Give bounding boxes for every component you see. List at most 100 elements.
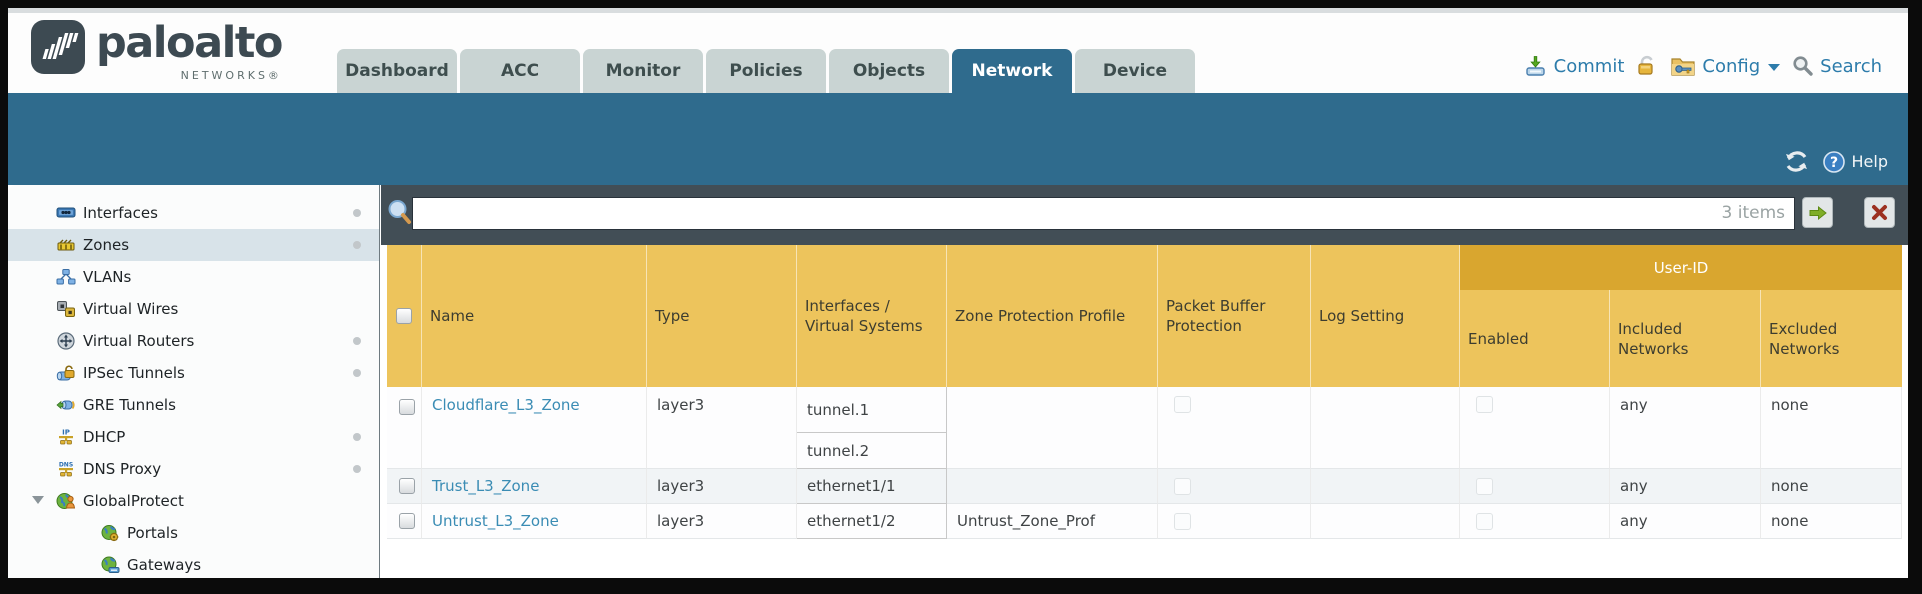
sidebar-item-label: GlobalProtect — [83, 492, 184, 510]
status-dot — [353, 369, 361, 377]
cell-log-setting — [1311, 387, 1460, 469]
close-icon — [1872, 205, 1887, 220]
column-header-log-setting[interactable]: Log Setting — [1311, 245, 1460, 387]
zone-name-link[interactable]: Trust_L3_Zone — [432, 477, 540, 495]
network-sidebar: Interfaces Zones VLANs — [8, 185, 380, 578]
dhcp-icon: IP — [56, 428, 76, 446]
tab-dashboard[interactable]: Dashboard — [337, 49, 457, 93]
column-header-interfaces[interactable]: Interfaces / Virtual Systems — [797, 245, 947, 387]
cell-enabled — [1460, 469, 1610, 504]
top-bar: paloalto NETWORKS® Dashboard ACC Monitor… — [8, 8, 1908, 93]
lock-icon[interactable] — [1636, 54, 1658, 78]
cell-excluded-networks: none — [1761, 469, 1902, 504]
paloalto-logo: paloalto NETWORKS® — [30, 19, 283, 82]
refresh-icon[interactable] — [1783, 148, 1810, 175]
cell-enabled — [1460, 504, 1610, 539]
sidebar-item-interfaces[interactable]: Interfaces — [8, 197, 379, 229]
sidebar-item-label: Portals — [127, 524, 178, 542]
table-row: Cloudflare_L3_Zone layer3 tunnel.1 tunne… — [387, 387, 1902, 469]
status-dot — [353, 241, 361, 249]
apply-filter-button[interactable] — [1802, 197, 1833, 228]
commit-button[interactable]: Commit — [1524, 54, 1624, 78]
sidebar-item-virtual-wires[interactable]: Virtual Wires — [8, 293, 379, 325]
user-id-group: User-ID Enabled Included Networks Exclud… — [1460, 245, 1902, 387]
cell-type: layer3 — [647, 469, 797, 504]
sidebar-item-dns-proxy[interactable]: DNS DNS Proxy — [8, 453, 379, 485]
cell-included-networks: any — [1610, 504, 1761, 539]
row-checkbox[interactable] — [399, 513, 415, 529]
help-label[interactable]: Help — [1851, 152, 1888, 171]
item-count: 3 items — [1721, 203, 1785, 223]
globalprotect-icon — [56, 492, 76, 510]
tab-device[interactable]: Device — [1075, 49, 1195, 93]
cell-excluded-networks: none — [1761, 387, 1902, 469]
portals-icon — [100, 524, 120, 542]
packet-buffer-checkbox[interactable] — [1174, 477, 1191, 495]
cell-type: layer3 — [647, 387, 797, 469]
sidebar-item-label: Interfaces — [83, 204, 158, 222]
sidebar-item-zones[interactable]: Zones — [8, 229, 379, 261]
filter-input[interactable] — [412, 197, 1795, 230]
enabled-checkbox[interactable] — [1476, 396, 1493, 413]
column-header-excluded-networks[interactable]: Excluded Networks — [1761, 290, 1902, 387]
cell-zone-protection-profile — [947, 387, 1158, 469]
column-header-type[interactable]: Type — [647, 245, 797, 387]
cell-packet-buffer-protection — [1158, 504, 1311, 539]
help-icon[interactable]: ? — [1822, 150, 1846, 174]
sub-header-band: ? Help — [8, 93, 1908, 185]
zones-icon — [56, 236, 76, 254]
sidebar-item-vlans[interactable]: VLANs — [8, 261, 379, 293]
column-header-name[interactable]: Name — [422, 245, 647, 387]
cell-interfaces: tunnel.1 tunnel.2 — [797, 387, 947, 469]
table-row: Untrust_L3_Zone layer3 ethernet1/2 Untru… — [387, 504, 1902, 539]
gre-tunnels-icon — [56, 396, 76, 414]
sidebar-item-ipsec-tunnels[interactable]: IPSec Tunnels — [8, 357, 379, 389]
sidebar-item-dhcp[interactable]: IP DHCP — [8, 421, 379, 453]
enabled-checkbox[interactable] — [1476, 477, 1493, 495]
tab-monitor[interactable]: Monitor — [583, 49, 703, 93]
sidebar-item-portals[interactable]: Portals — [8, 517, 379, 549]
cell-interfaces: ethernet1/1 — [797, 469, 947, 504]
row-select-cell — [387, 504, 422, 539]
enabled-checkbox[interactable] — [1476, 512, 1493, 530]
filter-bar: 3 items — [381, 185, 1908, 245]
expand-triangle-icon[interactable] — [32, 496, 44, 504]
tab-acc[interactable]: ACC — [460, 49, 580, 93]
status-dot — [353, 209, 361, 217]
filter-search-icon[interactable] — [387, 199, 412, 226]
row-checkbox[interactable] — [399, 478, 415, 494]
select-all-checkbox[interactable] — [396, 308, 412, 324]
sidebar-item-gateways[interactable]: Gateways — [8, 549, 379, 578]
tab-objects[interactable]: Objects — [829, 49, 949, 93]
zone-name-link[interactable]: Untrust_L3_Zone — [432, 512, 559, 530]
sidebar-item-label: Virtual Routers — [83, 332, 195, 350]
column-header-zone-protection-profile[interactable]: Zone Protection Profile — [947, 245, 1158, 387]
cell-enabled — [1460, 387, 1610, 469]
config-menu[interactable]: Config — [1670, 55, 1781, 77]
tab-network[interactable]: Network — [952, 49, 1072, 93]
virtual-wires-icon — [56, 300, 76, 318]
sidebar-item-virtual-routers[interactable]: Virtual Routers — [8, 325, 379, 357]
zones-table: Name Type Interfaces / Virtual Systems Z… — [387, 245, 1902, 539]
column-header-enabled[interactable]: Enabled — [1460, 290, 1610, 387]
sidebar-item-globalprotect[interactable]: GlobalProtect — [8, 485, 379, 517]
packet-buffer-checkbox[interactable] — [1174, 396, 1191, 413]
row-checkbox[interactable] — [399, 399, 415, 415]
vlans-icon — [56, 268, 76, 286]
column-header-included-networks[interactable]: Included Networks — [1610, 290, 1761, 387]
commit-icon — [1525, 56, 1545, 76]
clear-filter-button[interactable] — [1864, 197, 1895, 228]
search-label: Search — [1820, 55, 1882, 77]
cell-name: Cloudflare_L3_Zone — [422, 387, 647, 469]
sidebar-item-label: GRE Tunnels — [83, 396, 176, 414]
search-button[interactable]: Search — [1792, 55, 1882, 77]
sidebar-item-gre-tunnels[interactable]: GRE Tunnels — [8, 389, 379, 421]
zone-name-link[interactable]: Cloudflare_L3_Zone — [432, 396, 580, 414]
tab-policies[interactable]: Policies — [706, 49, 826, 93]
interface-entry: tunnel.2 — [807, 441, 870, 460]
cell-excluded-networks: none — [1761, 504, 1902, 539]
green-arrow-icon — [1809, 205, 1827, 220]
column-header-packet-buffer-protection[interactable]: Packet Buffer Protection — [1158, 245, 1311, 387]
packet-buffer-checkbox[interactable] — [1174, 512, 1191, 530]
row-select-cell — [387, 387, 422, 469]
